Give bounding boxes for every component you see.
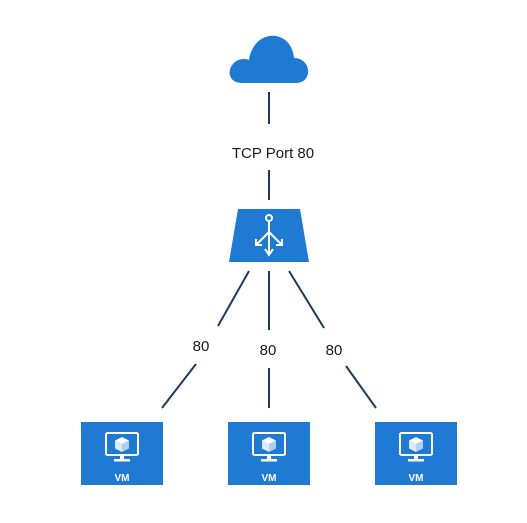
vm-node-1: VM: [81, 422, 163, 485]
link-label-right: 80: [326, 342, 343, 359]
connector-right-lower: [345, 365, 377, 409]
vm-node-3: VM: [375, 422, 457, 485]
connector-right-upper: [288, 270, 325, 329]
vm-label-1: VM: [115, 473, 130, 484]
vm-label-3: VM: [409, 473, 424, 484]
load-balancer-icon: [229, 209, 309, 262]
link-label-left: 80: [193, 338, 210, 355]
vm-node-2: VM: [228, 422, 310, 485]
connector-left-upper: [217, 270, 250, 327]
top-link-label: TCP Port 80: [232, 145, 314, 162]
connector-left-lower: [161, 363, 197, 409]
cloud-icon: [229, 35, 309, 83]
vm-label-2: VM: [262, 473, 277, 484]
link-label-middle: 80: [260, 342, 277, 359]
